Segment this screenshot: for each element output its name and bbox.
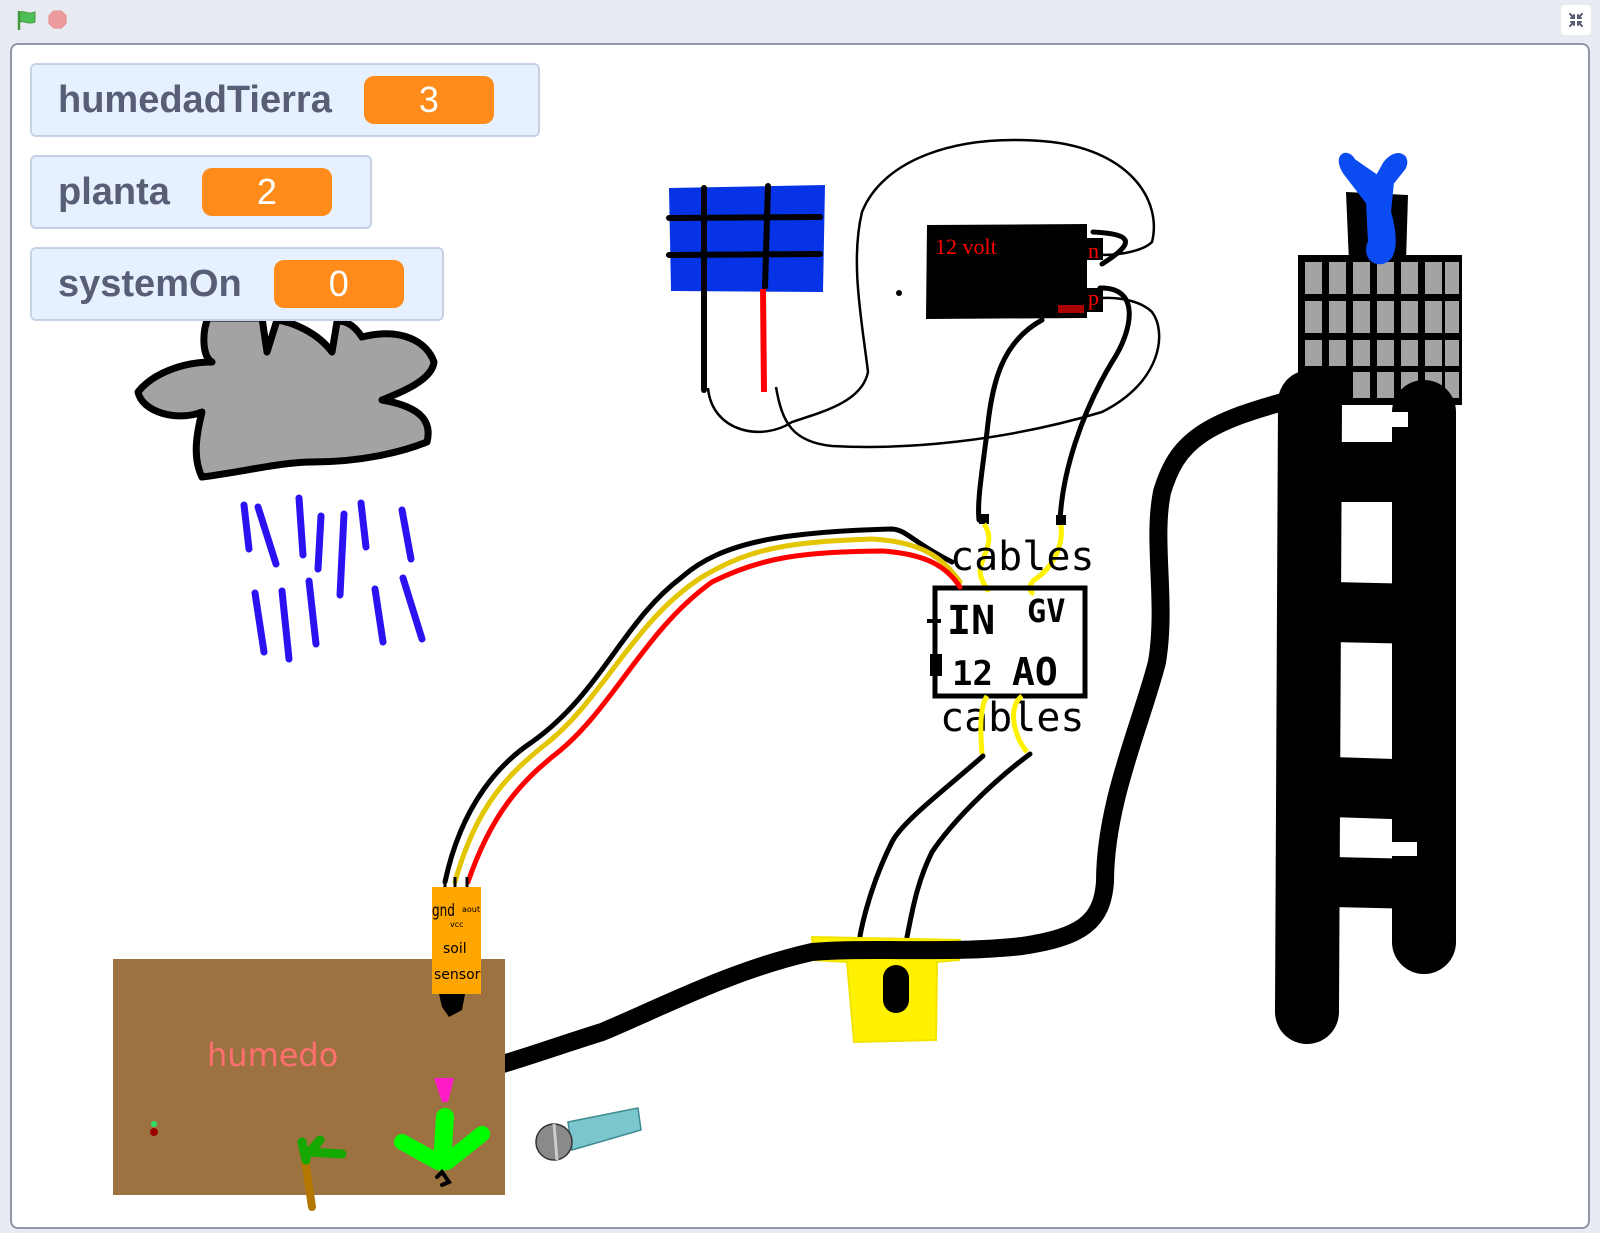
sensor-pin-aout: aout (462, 905, 480, 914)
monitor-label: humedadTierra (58, 78, 332, 121)
stop-sign-icon[interactable] (48, 10, 67, 29)
sensor-pin-vcc: vcc (450, 920, 464, 929)
plant-sprite-small[interactable] (297, 1135, 347, 1211)
battery-terminal-n: n (1088, 238, 1099, 263)
water-hose (405, 388, 1311, 1090)
microphone-sprite[interactable] (535, 1107, 642, 1161)
loop-wire (706, 138, 1161, 449)
sensor-label-sensor: sensor (434, 967, 481, 983)
soil-sensor-sprite[interactable]: gnd vcc aout soil sensor (432, 877, 481, 1017)
cloud-sprite[interactable] (134, 314, 438, 481)
monitor-planta[interactable]: planta 2 (30, 155, 372, 229)
monitor-systemOn[interactable]: systemOn 0 (30, 247, 444, 321)
rain-sprite (240, 494, 426, 663)
water-tower-sprite[interactable] (1275, 152, 1462, 1044)
exit-fullscreen-icon (1569, 13, 1583, 27)
sensor-pin-gnd: gnd (432, 901, 455, 921)
stage-scene: 12 volt n p cables IN GV 12 AO cables (113, 138, 1462, 1211)
relay-pin-gv: GV (1027, 592, 1066, 630)
monitor-label: systemOn (58, 262, 242, 305)
stage-canvas[interactable]: 12 volt n p cables IN GV 12 AO cables (10, 43, 1590, 1229)
monitor-value: 0 (273, 260, 404, 308)
monitor-humedadTierra[interactable]: humedadTierra 3 (30, 63, 540, 137)
soil-status-text: humedo (207, 1036, 338, 1074)
battery-terminal-p: p (1088, 285, 1099, 310)
monitor-label: planta (58, 170, 170, 213)
sensor-label-soil: soil (443, 941, 467, 957)
battery-label: 12 volt (935, 234, 997, 259)
pump-sprite[interactable] (810, 935, 962, 1044)
monitor-value: 2 (201, 168, 332, 216)
relay-sprite[interactable]: cables IN GV 12 AO cables (927, 514, 1095, 755)
plant-sprite-large[interactable] (394, 1108, 490, 1187)
relay-pin-12: 12 (952, 654, 993, 694)
stage-header (0, 0, 1600, 40)
relay-top-label: cables (950, 534, 1095, 580)
exit-fullscreen-button[interactable] (1561, 5, 1591, 35)
relay-pin-in: IN (947, 598, 995, 644)
monitor-value: 3 (363, 76, 494, 124)
relay-pin-ao: AO (1012, 650, 1058, 694)
green-flag-icon[interactable] (16, 9, 38, 31)
solar-panel-sprite[interactable] (666, 183, 825, 393)
battery-sprite[interactable]: 12 volt n p (926, 224, 1103, 319)
